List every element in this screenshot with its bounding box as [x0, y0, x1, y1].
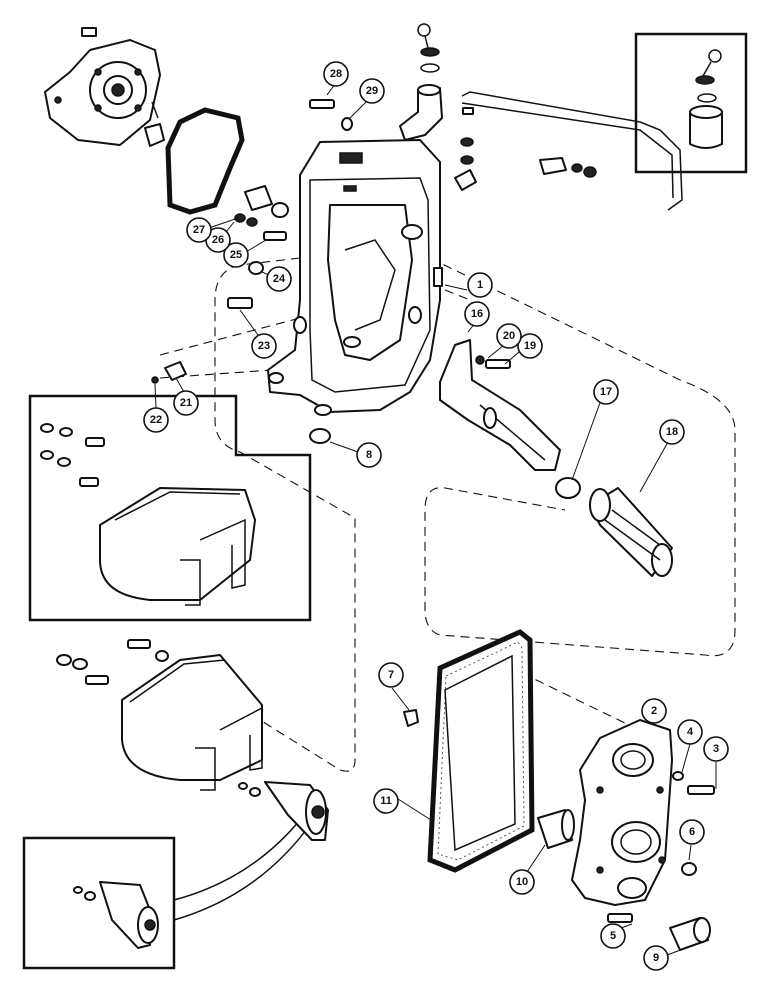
svg-text:10: 10	[516, 876, 528, 888]
inset-fasteners	[40, 423, 105, 487]
callout-27: 27	[186, 217, 212, 243]
svg-text:9: 9	[653, 952, 659, 964]
svg-text:7: 7	[388, 669, 394, 681]
inset-bracket-panel	[22, 819, 313, 970]
svg-text:4: 4	[687, 726, 694, 738]
callout-18: 18	[659, 419, 685, 445]
svg-text:18: 18	[666, 426, 678, 438]
callout-29: 29	[359, 78, 385, 104]
svg-text:21: 21	[180, 397, 192, 409]
leader-lines	[154, 83, 717, 956]
svg-text:24: 24	[273, 273, 286, 285]
filler-tube	[399, 23, 443, 141]
svg-text:25: 25	[230, 249, 242, 261]
callout-23: 23	[251, 333, 277, 359]
svg-text:2: 2	[651, 705, 657, 717]
svg-text:20: 20	[503, 330, 515, 342]
left-fittings	[151, 185, 289, 384]
plug	[309, 428, 331, 444]
callout-6: 6	[679, 819, 705, 845]
cover-bolt	[403, 709, 419, 727]
lift-arm-shaft	[439, 339, 561, 471]
callout-1: 1	[467, 272, 493, 298]
svg-text:26: 26	[212, 234, 224, 246]
clamp-and-boot	[555, 477, 673, 577]
svg-text:17: 17	[600, 386, 612, 398]
callout-4: 4	[677, 719, 703, 745]
svg-text:5: 5	[610, 930, 616, 942]
svg-text:28: 28	[330, 68, 342, 80]
callout-10: 10	[509, 869, 535, 895]
callout-16: 16	[464, 301, 490, 327]
callout-17: 17	[593, 379, 619, 405]
breather-line	[454, 91, 683, 211]
svg-text:22: 22	[150, 414, 162, 426]
callout-19: 19	[517, 333, 543, 359]
bolt-and-washer	[309, 99, 353, 131]
inset-shield-panel	[28, 394, 312, 622]
inset-dipstick-panel	[634, 32, 748, 174]
callout-24: 24	[266, 266, 292, 292]
rear-cover-fasteners	[607, 771, 715, 951]
pump-gasket	[165, 107, 245, 215]
rear-cover	[571, 719, 673, 906]
svg-text:3: 3	[713, 743, 719, 755]
rear-cover-gasket	[427, 629, 535, 873]
callout-3: 3	[703, 736, 729, 762]
svg-text:27: 27	[193, 224, 205, 236]
svg-text:11: 11	[380, 795, 392, 807]
bearing	[537, 809, 575, 849]
svg-text:8: 8	[366, 449, 372, 461]
callout-28: 28	[323, 61, 349, 87]
callout-25: 25	[223, 242, 249, 268]
callout-20: 20	[496, 323, 522, 349]
svg-text:1: 1	[477, 279, 483, 291]
shield-assembly	[56, 639, 329, 841]
hydraulic-pump	[44, 27, 165, 147]
callout-7: 7	[378, 662, 404, 688]
callout-2: 2	[641, 698, 667, 724]
callout-9: 9	[643, 945, 669, 971]
svg-text:16: 16	[471, 308, 483, 320]
svg-text:6: 6	[689, 826, 695, 838]
svg-text:29: 29	[366, 85, 378, 97]
svg-text:19: 19	[524, 340, 536, 352]
callout-5: 5	[600, 923, 626, 949]
callout-21: 21	[173, 390, 199, 416]
callout-11: 11	[373, 788, 399, 814]
svg-text:23: 23	[258, 340, 270, 352]
callout-8: 8	[356, 442, 382, 468]
main-housing	[267, 139, 443, 416]
callout-22: 22	[143, 407, 169, 433]
